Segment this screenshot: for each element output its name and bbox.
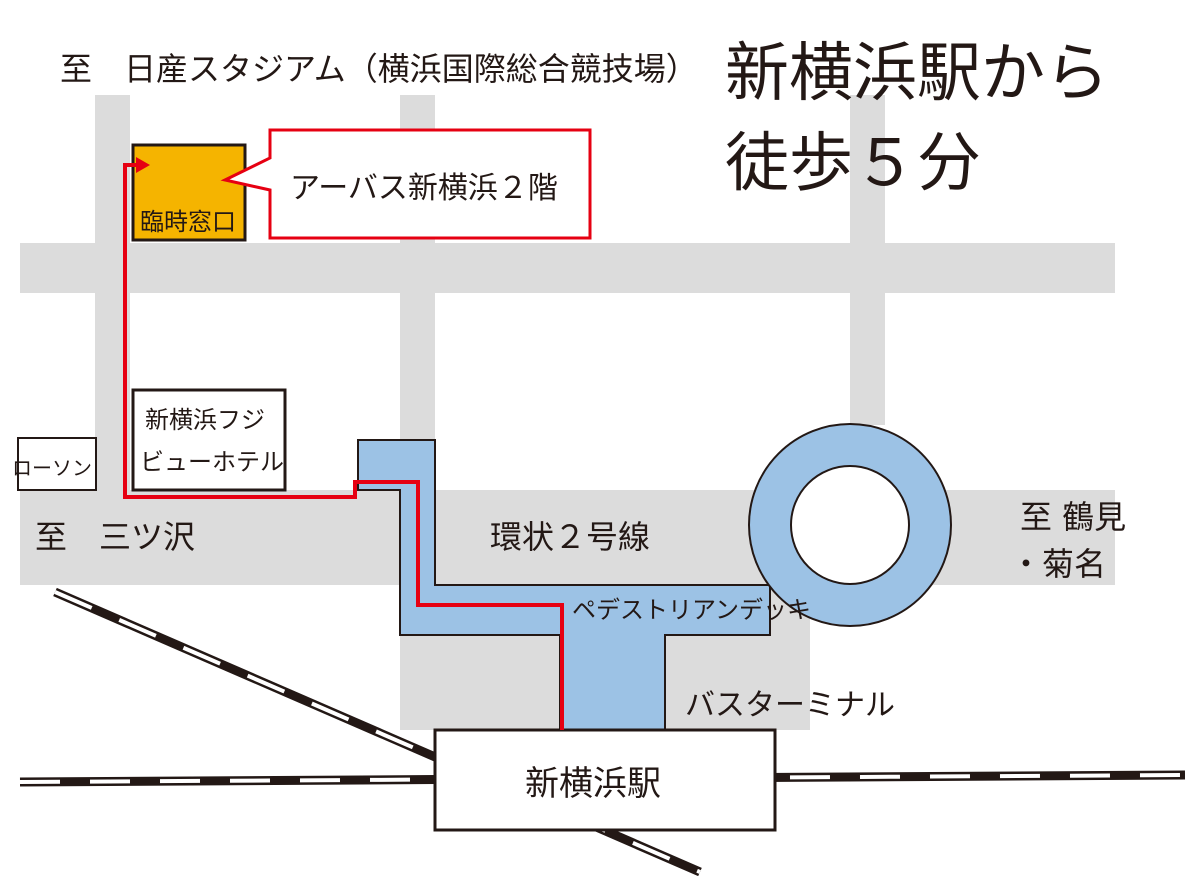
- road-upper-horizontal: [20, 243, 1115, 293]
- lawson-label: ローソン: [12, 456, 92, 480]
- station-building: [433, 728, 777, 832]
- bus-terminal-label: バスターミナル: [685, 688, 895, 723]
- temporary-counter-box: [131, 143, 247, 242]
- temp-counter-label: 臨時窓口: [140, 208, 236, 236]
- walking-route: [123, 163, 564, 730]
- headline-line2: 徒歩５分: [725, 127, 981, 201]
- pedestrian-deck-label: ペデストリアンデッキ: [572, 596, 811, 624]
- station-label: 新横浜駅: [525, 764, 661, 804]
- road-right-vertical: [850, 95, 885, 425]
- hotel-label-2: ビューホテル: [140, 448, 284, 476]
- callout-box: [220, 128, 592, 240]
- to-tsurumi-label: 至 鶴見: [1020, 498, 1126, 536]
- hotel-label-1: 新横浜フジ: [145, 406, 265, 434]
- to-stadium-label: 至 日産スタジアム（横浜国際総合競技場）: [60, 50, 698, 88]
- ring-road-label: 環状２号線: [490, 518, 650, 556]
- callout-label: アーバス新横浜２階: [290, 171, 558, 206]
- lawson-box: [17, 437, 97, 491]
- to-kikuna-label: ・菊名: [1010, 545, 1106, 583]
- to-mitsuzawa-label: 至 三ツ沢: [35, 518, 195, 556]
- route-arrow-icon: [136, 157, 150, 173]
- headline-line1: 新横浜駅から: [725, 37, 1109, 111]
- hotel-box: [131, 388, 287, 492]
